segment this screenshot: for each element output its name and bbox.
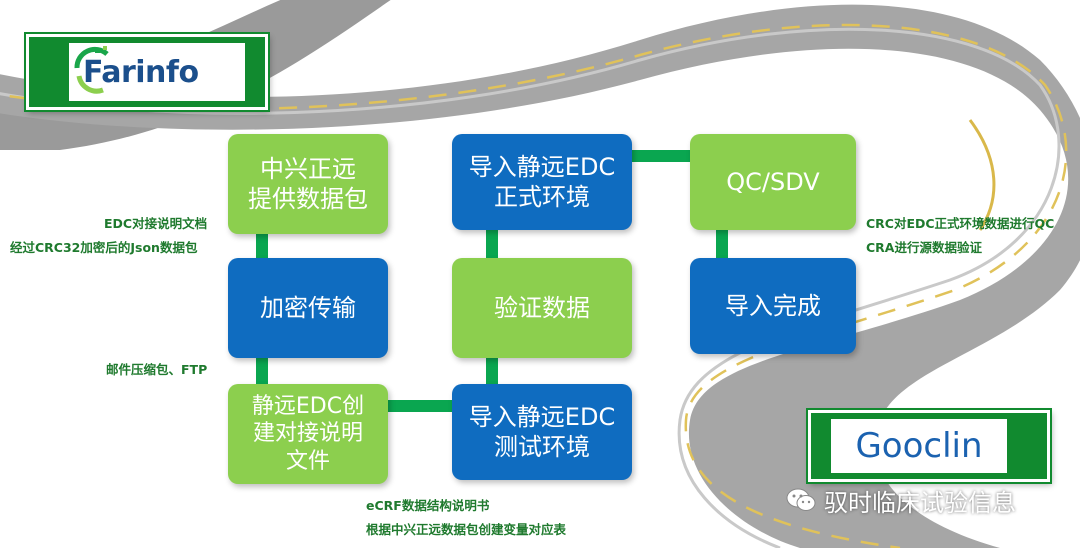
wechat-watermark: 驭时临床试验信息 (786, 486, 1016, 517)
road-curve-mark (968, 119, 996, 231)
step-label: 导入完成 (725, 292, 821, 320)
farinfo-logo-icon (74, 46, 109, 94)
step-label: 导入静远EDC 正式环境 (468, 153, 616, 211)
step-box-qc-sdv: QC/SDV (690, 134, 856, 230)
step-box-import-production: 导入静远EDC 正式环境 (452, 134, 632, 230)
connector-b3-b6 (388, 400, 452, 412)
step-label: 中兴正远 提供数据包 (248, 155, 368, 213)
note-edc-doc: EDC对接说明文档 (104, 216, 208, 231)
goclin-logo-panel: Gooclin (831, 419, 1007, 473)
step-box-encrypted-transfer: 加密传输 (228, 258, 388, 358)
connector-b5-b4 (486, 230, 498, 262)
road-center-line (0, 23, 1068, 548)
step-box-create-docs: 静远EDC创 建对接说明 文件 (228, 384, 388, 484)
goclin-logo-text: Gooclin (855, 426, 983, 466)
note-email-ftp: 邮件压缩包、FTP (106, 362, 208, 377)
note-crc32-json: 经过CRC32加密后的Json数据包 (10, 240, 198, 255)
step-label: 静远EDC创 建对接说明 文件 (251, 393, 365, 474)
step-box-verify-data: 验证数据 (452, 258, 632, 358)
farinfo-logo-panel: Farinfo (69, 43, 245, 101)
note-variable-mapping: 根据中兴正远数据包创建变量对应表 (366, 522, 567, 537)
farinfo-logo-text: Farinfo (83, 55, 199, 90)
connector-b6-b5 (486, 356, 498, 388)
connector-b2-b3 (256, 356, 268, 388)
step-box-import-test: 导入静远EDC 测试环境 (452, 384, 632, 480)
step-label: 加密传输 (260, 294, 356, 322)
connector-b1-b2 (256, 230, 268, 262)
wechat-icon (786, 488, 816, 511)
note-cra-verify: CRA进行源数据验证 (866, 240, 982, 255)
goclin-logo-sign: Gooclin (808, 410, 1050, 482)
farinfo-logo-sign: Farinfo (26, 34, 268, 110)
note-ecrf-spec: eCRF数据结构说明书 (366, 498, 490, 513)
step-box-import-complete: 导入完成 (690, 258, 856, 354)
note-crc-qc: CRC对EDC正式环境数据进行QC (866, 216, 1055, 231)
watermark-text: 驭时临床试验信息 (824, 488, 1016, 517)
step-label: QC/SDV (726, 168, 820, 196)
connector-b4-b7 (630, 150, 692, 162)
step-label: 验证数据 (494, 294, 590, 322)
step-label: 导入静远EDC 测试环境 (468, 403, 616, 461)
connector-b7-b8 (716, 230, 728, 262)
step-box-provide-package: 中兴正远 提供数据包 (228, 134, 388, 234)
road-edge-line (0, 27, 1061, 548)
